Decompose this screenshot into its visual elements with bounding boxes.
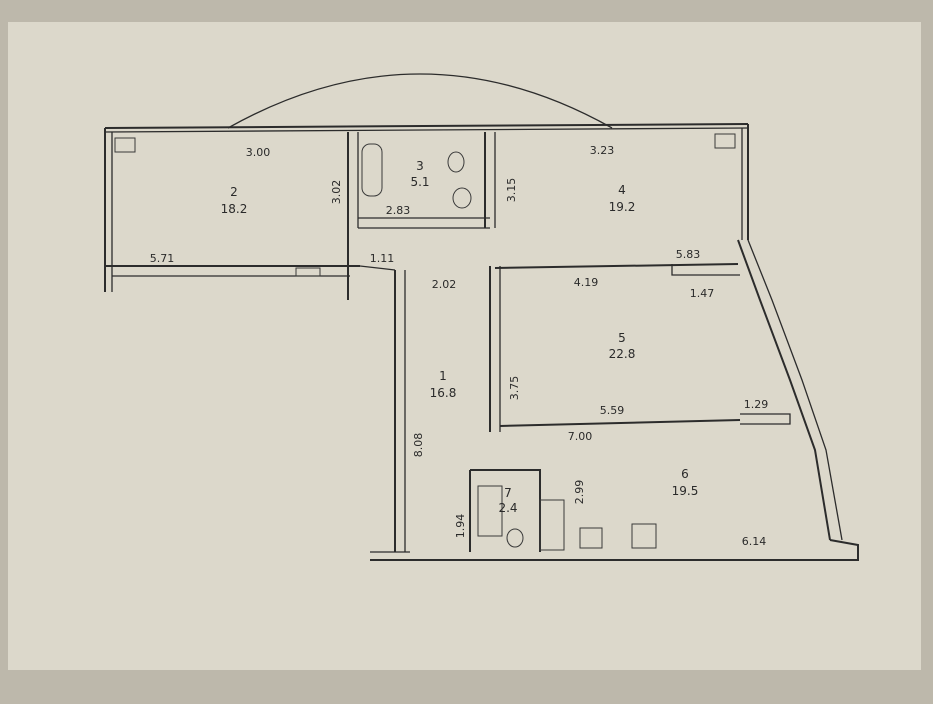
dim-room2-depth: 3.02 <box>330 180 343 205</box>
dim-room4-width: 3.23 <box>590 144 615 157</box>
wall-unit <box>295 267 321 277</box>
dim-hall-small: 1.11 <box>370 252 395 265</box>
toilet <box>447 151 465 173</box>
dim-room2-width: 3.00 <box>246 146 271 159</box>
stove <box>631 523 657 549</box>
dim-room4-lower: 5.83 <box>676 248 701 261</box>
room-1-area: 16.8 <box>430 386 457 400</box>
dim-room6-lower: 6.14 <box>742 535 767 548</box>
dim-room5-depth: 3.75 <box>508 376 521 401</box>
paper-sheet <box>8 22 921 670</box>
room-5-area: 22.8 <box>609 347 636 361</box>
sink <box>452 187 472 209</box>
dim-room5-ext: 1.47 <box>690 287 715 300</box>
dimension-labels: 3.00 3.02 5.71 2.83 3.15 3.23 5.83 1.11 … <box>150 144 769 548</box>
dim-room6-depth: 2.99 <box>573 480 586 505</box>
radiator-right <box>714 133 736 149</box>
dim-hall-length: 8.08 <box>412 433 425 458</box>
room-7-area: 2.4 <box>498 501 517 515</box>
kitchen-unit <box>539 499 565 551</box>
wc-fixture <box>477 485 503 537</box>
room-4-number: 4 <box>618 183 626 197</box>
room-labels: 2 18.2 3 5.1 4 19.2 5 22.8 1 16.8 6 19.5… <box>221 159 699 515</box>
room-6-area: 19.5 <box>672 484 699 498</box>
room-3-number: 3 <box>416 159 424 173</box>
dim-room2-lower: 5.71 <box>150 252 175 265</box>
kitchen-sink <box>579 527 603 549</box>
room-3-area: 5.1 <box>410 175 429 189</box>
dim-wc-depth: 1.94 <box>454 514 467 539</box>
room-1-number: 1 <box>439 369 447 383</box>
room-2-number: 2 <box>230 185 238 199</box>
dim-room5-width: 4.19 <box>574 276 599 289</box>
radiator-left <box>114 137 136 153</box>
fixtures <box>114 133 736 551</box>
room-7-number: 7 <box>504 486 512 500</box>
wc-sink <box>506 528 524 548</box>
room-2-area: 18.2 <box>221 202 248 216</box>
dim-bath-width: 2.83 <box>386 204 411 217</box>
dim-hall-width: 2.02 <box>432 278 457 291</box>
dim-room6-width: 7.00 <box>568 430 593 443</box>
dim-room6-upper: 5.59 <box>600 404 625 417</box>
balcony-arc <box>227 73 613 129</box>
dim-bath-depth: 3.15 <box>505 178 518 203</box>
dim-room6-ext: 1.29 <box>744 398 769 411</box>
bathtub <box>361 143 383 197</box>
room-5-number: 5 <box>618 331 626 345</box>
room-4-area: 19.2 <box>609 200 636 214</box>
room-6-number: 6 <box>681 467 689 481</box>
exterior-walls <box>104 123 859 561</box>
